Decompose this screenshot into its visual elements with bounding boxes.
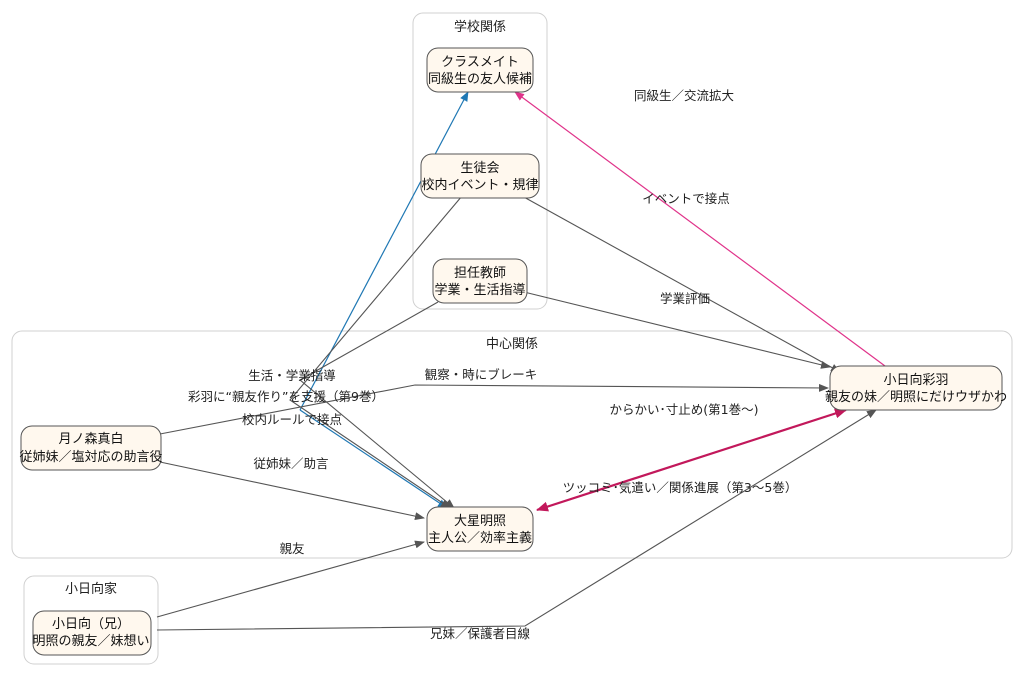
node-brother[interactable]: 小日向（兄） 明照の親友／妹想い: [32, 610, 152, 656]
edge-tsukinomori-iroha: [159, 383, 829, 435]
edge-council-iroha: [521, 195, 841, 373]
label-council-iroha: イベントで接点: [642, 191, 730, 206]
cluster-center: 中心関係: [11, 330, 1013, 559]
cluster-school: 学校関係: [412, 12, 548, 310]
node-classmate-desc: 同級生の友人候補: [428, 71, 532, 87]
node-iroha-title: 小日向彩羽: [883, 372, 948, 388]
label-classmate-iroha: 同級生／交流拡大: [634, 88, 734, 103]
node-teacher-desc: 学業・生活指導: [434, 282, 525, 298]
node-teacher-title: 担任教師: [454, 265, 506, 281]
node-classmate-title: クラスメイト: [441, 55, 519, 70]
node-classmate[interactable]: クラスメイト 同級生の友人候補: [426, 47, 534, 93]
label-tsukinomori-akiteru: 従姉妹／助言: [253, 456, 328, 471]
cluster-school-label: 学校関係: [454, 19, 506, 35]
node-akiteru[interactable]: 大星明照 主人公／効率主義: [426, 506, 534, 552]
node-iroha[interactable]: 小日向彩羽 親友の妹／明照にだけウザかわ: [825, 365, 1007, 411]
node-akiteru-desc: 主人公／効率主義: [428, 530, 532, 546]
edge-tsukinomori-akiteru: [159, 461, 425, 521]
cluster-center-label: 中心関係: [486, 337, 538, 352]
label-council-akiteru: 校内ルールで接点: [242, 412, 342, 427]
label-brother-iroha: 兄妹／保護者目線: [430, 626, 531, 641]
edges: [156, 91, 886, 631]
node-akiteru-title: 大星明照: [454, 514, 506, 529]
edge-labels: 同級生／交流拡大 イベントで接点 学業評価 生活・学業指導 観察・時にブレーキ …: [188, 88, 797, 641]
label-teacher-iroha: 学業評価: [660, 291, 710, 306]
node-council[interactable]: 生徒会 校内イベント・規律: [420, 153, 540, 199]
node-council-title: 生徒会: [460, 161, 499, 176]
edge-brother-iroha: [156, 409, 877, 631]
node-tsukinomori-title: 月ノ森真白: [58, 431, 123, 447]
edge-teacher-iroha: [523, 291, 831, 369]
node-tsukinomori[interactable]: 月ノ森真白 従姉妹／塩対応の助言役: [19, 425, 163, 471]
label-iroha-akiteru-tease: からかい･寸止め(第1巻〜): [610, 402, 759, 417]
node-brother-desc: 明照の親友／妹想い: [32, 633, 149, 649]
label-tsukinomori-akiteru-support: 彩羽に“親友作り”を支援（第9巻）: [188, 389, 384, 404]
edge-brother-akiteru: [156, 540, 425, 618]
label-teacher-akiteru: 生活・学業指導: [248, 368, 336, 383]
edge-tsukinomori-classmate: [299, 91, 469, 411]
edge-tsukinomori-akiteru-support: [299, 409, 448, 509]
node-tsukinomori-desc: 従姉妹／塩対応の助言役: [19, 450, 162, 465]
label-brother-akiteru: 親友: [279, 541, 304, 556]
node-council-desc: 校内イベント・規律: [421, 177, 538, 193]
node-teacher[interactable]: 担任教師 学業・生活指導: [432, 258, 528, 304]
edge-teacher-akiteru: [299, 301, 455, 509]
edge-akiteru-iroha: [536, 408, 847, 512]
cluster-family-label: 小日向家: [65, 581, 117, 597]
label-tsukinomori-iroha: 観察・時にブレーキ: [425, 367, 538, 382]
node-iroha-desc: 親友の妹／明照にだけウザかわ: [825, 389, 1007, 405]
label-akiteru-iroha: ツッコミ･気遣い／関係進展（第3〜5巻）: [563, 480, 798, 495]
edge-council-akiteru: [289, 195, 463, 509]
edge-iroha-classmate: [514, 91, 886, 367]
cluster-family: 小日向家: [23, 575, 159, 665]
node-brother-title: 小日向（兄）: [52, 616, 130, 632]
